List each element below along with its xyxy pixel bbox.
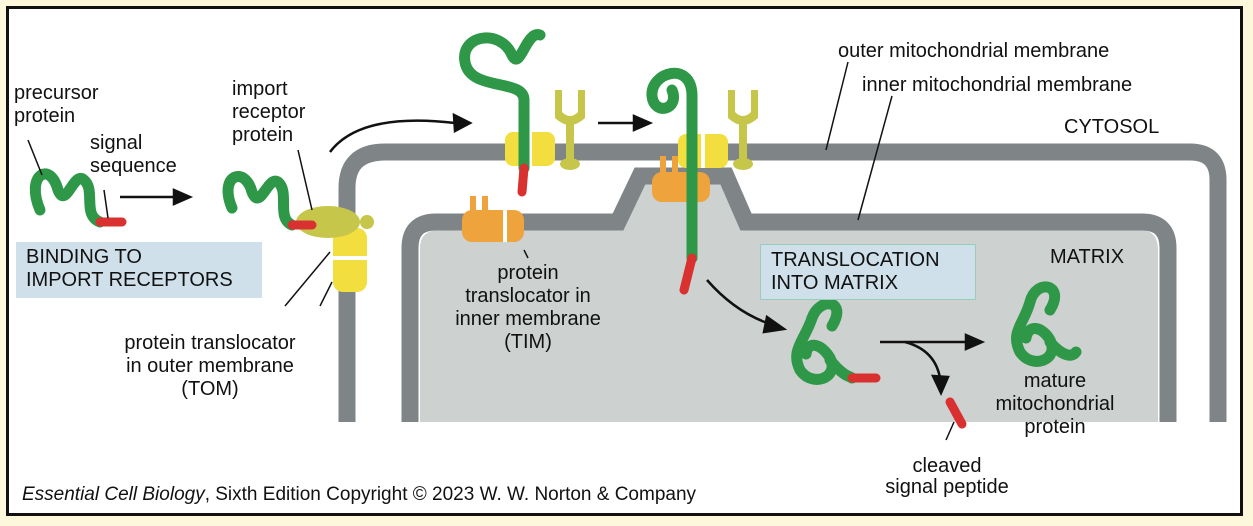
receptor-stage3-base [560, 158, 580, 170]
tim-stage4 [652, 172, 710, 202]
receptor-stage4 [728, 90, 758, 125]
precursor-protein-label: precursor protein [14, 82, 99, 127]
receptor-leader [297, 149, 313, 211]
tom-leader-2 [319, 281, 333, 307]
inner-membrane-leader [857, 95, 893, 221]
signal-sequence-label: signal sequence [90, 132, 177, 177]
signal-stage3 [517, 163, 529, 197]
cytosol-label: CYTOSOL [1064, 116, 1160, 138]
arrow-4 [706, 279, 771, 326]
tim-stage3 [462, 210, 524, 242]
arrow-3-head [632, 114, 654, 132]
copyright-credit: Essential Cell Biology, Sixth Edition Co… [22, 484, 696, 506]
receptor-knob [360, 215, 374, 229]
precursor-chain [29, 168, 106, 228]
matrix-region [420, 182, 1158, 422]
chain-stage3 [459, 29, 546, 174]
cleaved-signal-peptide [945, 397, 967, 429]
translocation-box: TRANSLOCATION INTO MATRIX [760, 244, 976, 300]
binding-box: BINDING TO IMPORT RECEPTORS [16, 242, 262, 298]
arrow-4-head [762, 314, 788, 334]
credit-rest: , Sixth Edition Copyright © 2023 W. W. N… [204, 484, 697, 505]
arrow-5-head [964, 333, 986, 351]
tim-stage3-peg1 [470, 196, 476, 212]
receptor-stage4-base [733, 158, 753, 170]
tim-leader [523, 249, 529, 259]
book-title: Essential Cell Biology [22, 484, 205, 505]
arrow-2-head [452, 112, 473, 134]
precursor-protein-free [29, 168, 127, 228]
tim-stage4-peg2 [672, 156, 678, 174]
stage3-outer-translocation [459, 29, 585, 242]
signal-leader [103, 189, 109, 219]
outer-membrane-label: outer mitochondrial membrane [838, 40, 1110, 62]
mature-protein-shape [1011, 281, 1082, 367]
step-arrows [120, 112, 986, 397]
chain-stage4 [646, 67, 698, 264]
signal-stage4 [679, 253, 697, 295]
folded-chain [791, 298, 843, 385]
import-receptor-stage2 [296, 206, 360, 238]
import-receptor-label: import receptor protein [232, 78, 306, 146]
inner-membrane-label: inner mitochondrial membrane [862, 74, 1133, 96]
stage4-inner-translocation [646, 67, 758, 295]
arrow-6 [904, 340, 942, 379]
tim-stage4-peg1 [660, 156, 666, 174]
tim-label: protein translocator in inner membrane (… [455, 262, 601, 353]
tom-label: protein translocator in outer membrane (… [124, 332, 296, 400]
cleaved-peptide-label: cleaved signal peptide [885, 455, 1009, 498]
tom-leader-1 [284, 251, 331, 307]
receptor-stage3 [555, 90, 585, 125]
precursor-leader [27, 139, 43, 176]
receptor-stage4-stem [739, 120, 747, 160]
bound-chain [222, 171, 298, 231]
arrow-6-head [930, 374, 950, 397]
matrix-label: MATRIX [1050, 246, 1125, 268]
receptor-stage3-stem [566, 120, 574, 160]
arrow-1-head [172, 188, 194, 206]
arrow-2 [329, 119, 456, 153]
cleaved-leader [945, 421, 955, 441]
tim-stage3-peg2 [482, 196, 488, 212]
outer-membrane-leader [825, 61, 849, 151]
outer-mitochondrial-membrane [338, 143, 1227, 422]
receptor-bound-precursor [222, 171, 374, 292]
mature-protein-label: mature mitochondrial protein [995, 370, 1115, 438]
folded-protein-with-signal [791, 298, 881, 385]
